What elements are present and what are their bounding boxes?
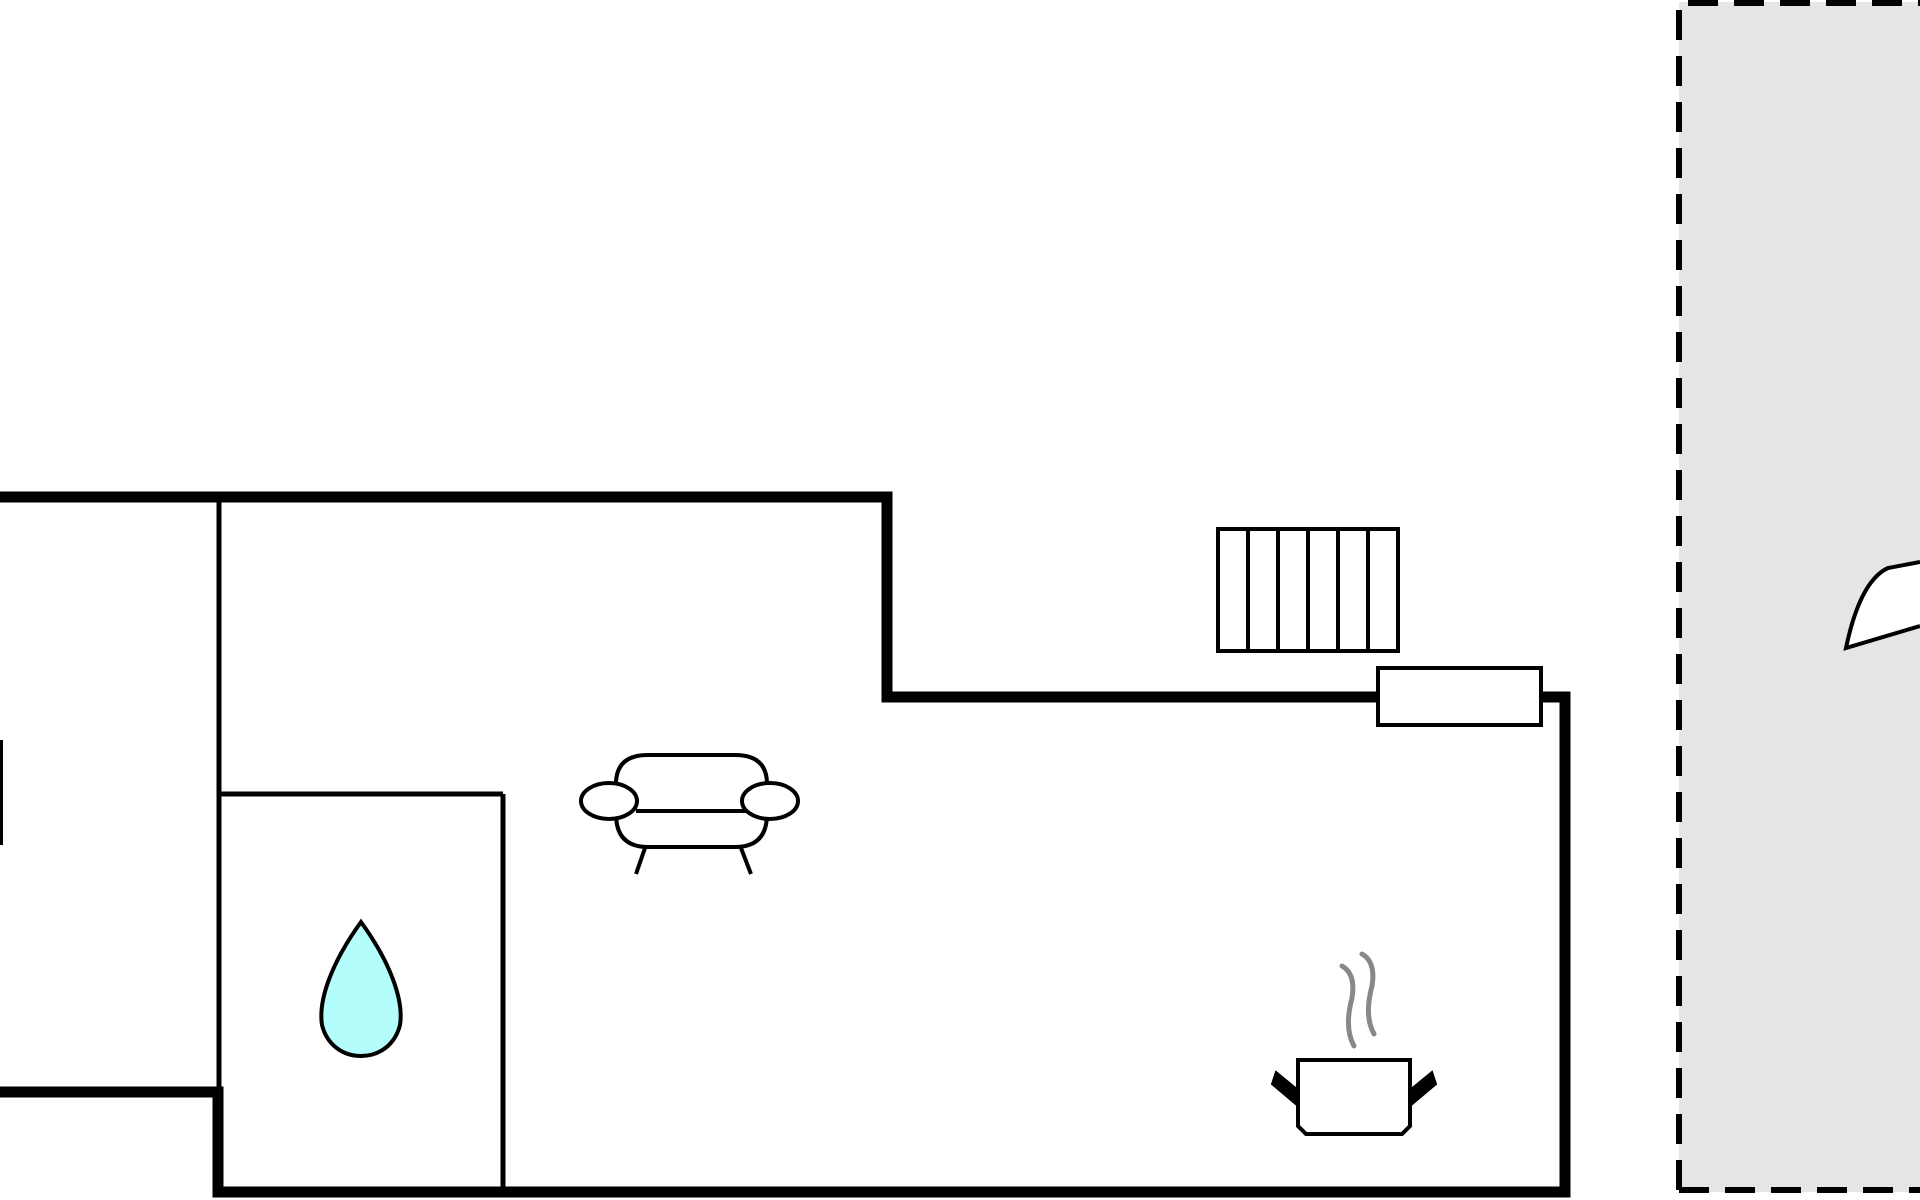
steam-right: [1359, 951, 1377, 1037]
cooking-pot-icon: [1270, 951, 1438, 1136]
main-outer-wall: [0, 491, 1571, 1198]
interior-walls: [216, 497, 506, 1190]
radiator-icon: [1216, 527, 1400, 653]
pot-body: [1296, 1058, 1412, 1136]
pot-handle-left: [1270, 1070, 1299, 1109]
window-icon: [1376, 666, 1543, 727]
water-drop-icon: [319, 918, 403, 1059]
exterior-walls: [0, 491, 1571, 1198]
pot-handle-right: [1409, 1070, 1438, 1109]
terrace-arrow-icon: [1843, 560, 1920, 651]
sofa-icon: [579, 753, 800, 875]
terrace-dashed-outline: [1676, 0, 1920, 1193]
terrace-area: [1676, 0, 1920, 1193]
steam-left: [1339, 963, 1357, 1049]
